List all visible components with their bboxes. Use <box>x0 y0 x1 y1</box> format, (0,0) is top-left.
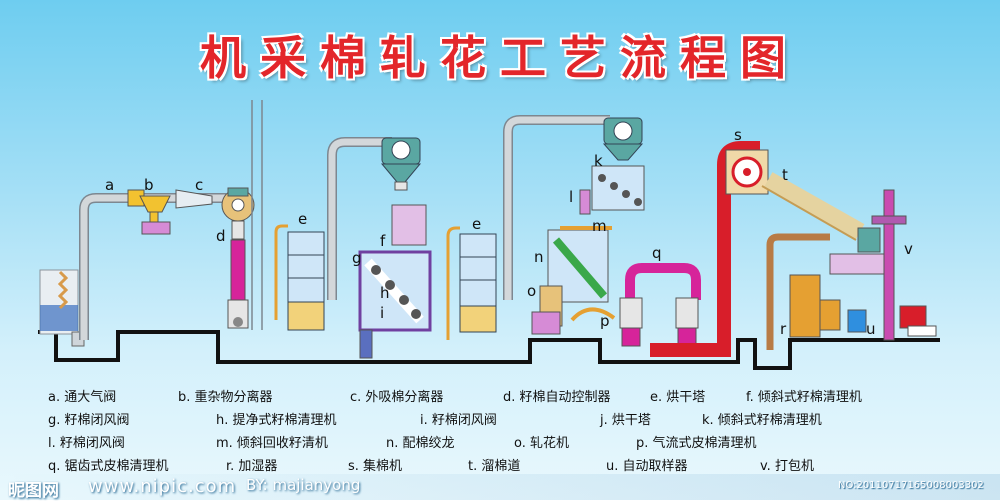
label-i: i <box>380 304 384 322</box>
watermark-number: NO:20110717165008003302 <box>838 480 984 491</box>
separator-b <box>139 195 171 235</box>
humidifier-r <box>766 233 841 350</box>
label-l: l <box>569 188 573 206</box>
legend-item: d. 籽棉自动控制器 <box>503 390 611 405</box>
label-f: f <box>380 232 386 250</box>
label-h: h <box>380 284 390 302</box>
legend-item: u. 自动取样器 <box>606 459 688 474</box>
legend-item: v. 打包机 <box>760 459 814 474</box>
label-e2: e <box>472 215 481 233</box>
label-k: k <box>594 152 603 170</box>
dryer-tower-e2 <box>446 226 497 340</box>
legend-item: g. 籽棉闭风阀 <box>48 413 130 428</box>
lint-slide-t <box>763 172 865 240</box>
separator-c <box>175 189 213 209</box>
label-b: b <box>144 176 154 194</box>
legend-item: l. 籽棉闭风阀 <box>48 436 125 451</box>
watermark-bar <box>0 474 1000 500</box>
gin-stand-o <box>531 229 609 335</box>
legend-item: q. 锯齿式皮棉清理机 <box>48 459 169 474</box>
legend-row: l. 籽棉闭风阀 m. 倾斜回收籽清机 n. 配棉绞龙 o. 轧花机 p. 气流… <box>48 432 968 455</box>
label-v: v <box>904 240 913 258</box>
legend-item: h. 提净式籽棉清理机 <box>216 413 337 428</box>
legend-item: b. 重杂物分离器 <box>178 390 273 405</box>
legend-item: o. 轧花机 <box>514 436 569 451</box>
legend-item: j. 烘干塔 <box>600 413 651 428</box>
legend-item: t. 溜棉道 <box>468 459 521 474</box>
floor-line <box>38 330 940 370</box>
legend-item: e. 烘干塔 <box>650 390 706 405</box>
label-u: u <box>866 320 876 338</box>
legend-item: f. 倾斜式籽棉清理机 <box>746 390 862 405</box>
lint-cleaner-q <box>619 263 701 347</box>
legend-item: a. 通大气阀 <box>48 390 117 405</box>
label-q: q <box>652 244 662 262</box>
legend-row: g. 籽棉闭风阀 h. 提净式籽棉清理机 i. 籽棉闭风阀 j. 烘干塔 k. … <box>48 409 968 432</box>
page-title: 机采棉轧花工艺流程图 <box>200 31 800 85</box>
label-c: c <box>195 176 203 194</box>
label-n: n <box>534 248 544 266</box>
legend-row: a. 通大气阀 b. 重杂物分离器 c. 外吸棉分离器 d. 籽棉自动控制器 e… <box>48 386 968 409</box>
legend-item: s. 集棉机 <box>348 459 403 474</box>
legend: a. 通大气阀 b. 重杂物分离器 c. 外吸棉分离器 d. 籽棉自动控制器 e… <box>48 386 968 478</box>
dryer-tower-e1 <box>274 224 325 331</box>
legend-item: c. 外吸棉分离器 <box>350 390 444 405</box>
label-m: m <box>592 217 607 235</box>
legend-item: k. 倾斜式籽棉清理机 <box>702 413 822 428</box>
lint-cleaner-p <box>570 307 616 322</box>
cyclone-2-k <box>602 117 644 161</box>
label-o: o <box>527 282 536 300</box>
auto-controller-d <box>221 187 255 329</box>
watermark-author: BY: majianyong <box>246 476 361 494</box>
legend-item: n. 配棉绞龙 <box>386 436 455 451</box>
label-e1: e <box>298 210 307 228</box>
label-r: r <box>780 320 787 338</box>
cotton-intake <box>39 269 85 347</box>
cleaner-f-h <box>358 204 432 359</box>
sampler-u <box>847 309 867 333</box>
cyclone-1 <box>380 137 422 191</box>
label-s: s <box>734 126 742 144</box>
label-p: p <box>600 312 610 330</box>
label-a: a <box>105 176 114 194</box>
watermark-logo: 昵图网 <box>8 481 59 501</box>
legend-item: r. 加湿器 <box>226 459 278 474</box>
condenser-s <box>725 149 769 195</box>
legend-item: m. 倾斜回收籽清机 <box>216 436 328 451</box>
label-t: t <box>782 166 788 184</box>
legend-row: q. 锯齿式皮棉清理机 r. 加湿器 s. 集棉机 t. 溜棉道 u. 自动取样… <box>48 455 968 478</box>
baler-v <box>829 189 937 341</box>
legend-item: i. 籽棉闭风阀 <box>420 413 497 428</box>
cleaner-k <box>579 165 645 215</box>
legend-item: p. 气流式皮棉清理机 <box>636 436 757 451</box>
label-d: d <box>216 227 226 245</box>
watermark-site: www.nipic.com <box>88 476 237 497</box>
label-g: g <box>352 249 362 267</box>
